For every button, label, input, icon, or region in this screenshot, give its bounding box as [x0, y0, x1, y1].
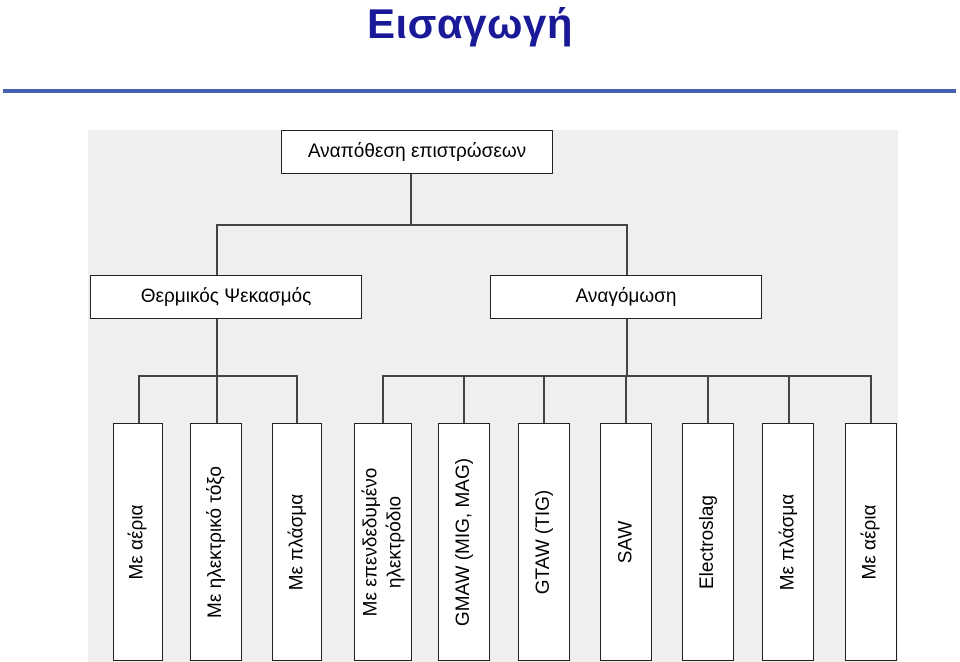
leaf-covered-electrode-line1: Με επενδεδυμένο	[360, 467, 381, 617]
leaf-gas-spray: Με αέρια	[113, 423, 163, 661]
leaf-gtaw: GTAW (TIG)	[518, 423, 570, 661]
leaf-plasma-spray-label: Με πλάσμα	[286, 493, 308, 591]
leaf-plasma-hardfacing: Με πλάσμα	[762, 423, 814, 661]
leaf-gas-hardfacing-label: Με αέρια	[860, 504, 882, 580]
leaf-gmaw: GMAW (MIG, MAG)	[438, 423, 490, 661]
connector-leaf-8	[707, 375, 709, 424]
connector-right-leaf-bar	[382, 375, 871, 377]
title-divider	[3, 89, 956, 93]
leaf-saw: SAW	[600, 423, 652, 661]
node-thermal-spray: Θερμικός Ψεκασμός	[90, 275, 362, 319]
connector-right-child-down	[626, 318, 628, 376]
connector-leaf-4	[382, 375, 384, 424]
leaf-electroslag: Electroslag	[682, 423, 734, 661]
node-root-label: Αναπόθεση επιστρώσεων	[307, 141, 527, 162]
node-hardfacing-label: Αναγόμωση	[575, 286, 677, 307]
connector-leaf-7	[625, 375, 627, 424]
page-title: Εισαγωγή	[366, 0, 574, 47]
connector-level1-bar	[216, 224, 627, 226]
connector-leaf-10	[870, 375, 872, 424]
leaf-electroslag-label: Electroslag	[697, 495, 718, 589]
leaf-plasma-spray: Με πλάσμα	[272, 423, 322, 661]
leaf-plasma-hardfacing-label: Με πλάσμα	[777, 493, 799, 591]
connector-right-down	[626, 224, 628, 276]
connector-leaf-5	[463, 375, 465, 424]
connector-leaf-3	[296, 375, 298, 424]
leaf-gtaw-label: GTAW (TIG)	[533, 489, 555, 595]
leaf-covered-electrode: Με επενδεδυμένο ηλεκτρόδιο	[354, 423, 412, 661]
leaf-arc-spray: Με ηλεκτρικό τόξο	[190, 423, 242, 661]
connector-leaf-1	[138, 375, 140, 424]
node-root: Αναπόθεση επιστρώσεων	[281, 130, 553, 174]
leaf-gmaw-label: GMAW (MIG, MAG)	[453, 457, 475, 627]
leaf-arc-spray-label: Με ηλεκτρικό τόξο	[205, 466, 226, 618]
leaf-saw-label: SAW	[614, 520, 636, 564]
connector-leaf-2	[216, 375, 218, 424]
connector-leaf-6	[543, 375, 545, 424]
node-thermal-spray-label: Θερμικός Ψεκασμός	[140, 286, 312, 307]
leaf-covered-electrode-line2: ηλεκτρόδιο	[384, 495, 405, 589]
connector-left-child-down	[216, 318, 218, 376]
connector-leaf-9	[788, 375, 790, 424]
leaf-gas-spray-label: Με αέρια	[127, 504, 149, 580]
connector-root-down	[410, 173, 412, 225]
leaf-covered-electrode-label: Με επενδεδυμένο ηλεκτρόδιο	[359, 468, 407, 617]
leaf-gas-hardfacing: Με αέρια	[845, 423, 897, 661]
node-hardfacing: Αναγόμωση	[490, 275, 762, 319]
connector-left-down	[216, 224, 218, 276]
connector-left-leaf-bar	[138, 375, 297, 377]
